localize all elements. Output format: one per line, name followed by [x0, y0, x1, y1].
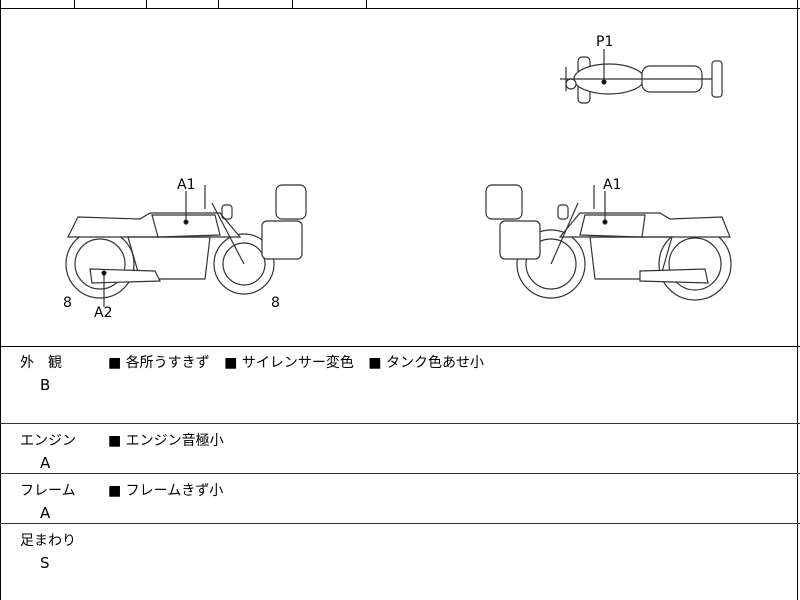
section-grade: B [40, 376, 51, 394]
header-cell [146, 0, 219, 8]
section-grade: A [40, 504, 51, 522]
inspection-item: ■ タンク色あせ小 [368, 355, 484, 371]
inspection-item: ■ フレームきず小 [108, 483, 224, 499]
inspection-item: ■ エンジン音極小 [108, 433, 224, 449]
section-name: 外 観 [20, 355, 62, 371]
inspection-item: ■ 各所うすきず [108, 355, 210, 371]
damage-label-8-rear: 8 [63, 295, 72, 311]
header-cell [218, 0, 293, 8]
section-grade: A [40, 454, 51, 472]
right-side-motorcycle [485, 184, 732, 301]
section-name: フレーム [20, 483, 76, 499]
damage-label-a1-left: A1 [177, 177, 196, 193]
section-items: ■ フレームきず小 [108, 480, 233, 500]
section-name: 足まわり [20, 533, 76, 549]
header-cell [74, 0, 147, 8]
damage-label-a1-right: A1 [603, 177, 622, 193]
top-view-motorcycle [560, 49, 723, 104]
section-items: ■ 各所うすきず ■ サイレンサー変色 ■ タンク色あせ小 [108, 352, 494, 372]
section-frame: フレーム A ■ フレームきず小 [0, 474, 800, 524]
header-row-partial [0, 0, 800, 9]
section-items: ■ エンジン音極小 [108, 430, 234, 450]
motorcycle-diagram-area: P1 A1 A2 8 8 A1 [0, 9, 800, 347]
inspection-item: ■ サイレンサー変色 [224, 355, 354, 371]
left-side-motorcycle [65, 184, 307, 307]
damage-label-a2-left: A2 [94, 305, 113, 321]
section-engine: エンジン A ■ エンジン音極小 [0, 424, 800, 474]
damage-label-8-front: 8 [271, 295, 280, 311]
damage-label-p1: P1 [596, 34, 614, 50]
section-exterior: 外 観 B ■ 各所うすきず ■ サイレンサー変色 ■ タンク色あせ小 [0, 346, 800, 424]
section-grade: S [40, 554, 50, 572]
section-suspension: 足まわり S [0, 524, 800, 600]
header-cell [0, 0, 75, 8]
motorcycle-diagram [65, 49, 732, 307]
section-name: エンジン [20, 433, 76, 449]
header-cell [292, 0, 367, 8]
